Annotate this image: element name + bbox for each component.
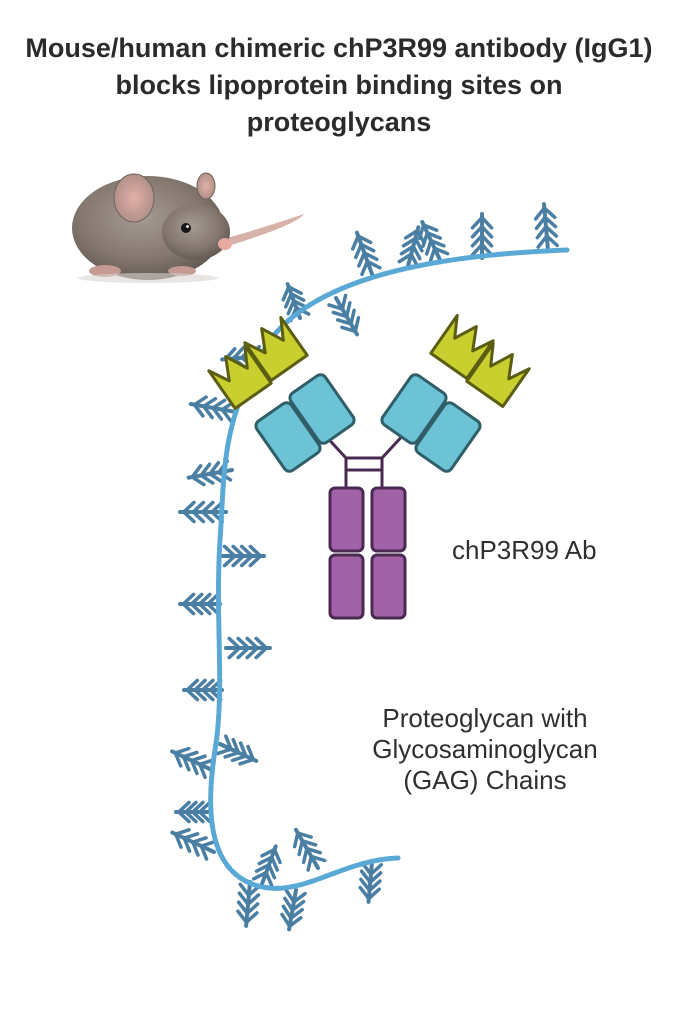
gag-chain [236, 880, 261, 928]
gag-chain [251, 844, 282, 888]
title-line-1: Mouse/human chimeric chP3R99 antibody (I… [25, 33, 653, 63]
gag-chain [174, 800, 212, 824]
mouse-image [72, 172, 304, 283]
gag-chain [358, 860, 384, 904]
fc-region [328, 486, 407, 620]
gag-chain [182, 678, 224, 702]
proteoglycan-label-line-1: Proteoglycan with [382, 703, 588, 733]
proteoglycan-label: Proteoglycan with Glycosaminoglycan (GAG… [330, 703, 640, 796]
title-line-2: blocks lipoprotein binding sites on [115, 70, 563, 100]
fab-arm-right [380, 314, 531, 473]
title-line-3: proteoglycans [246, 107, 432, 137]
proteoglycan-backbone [208, 247, 570, 891]
gag-chain [350, 230, 382, 277]
gag-chain [170, 746, 215, 780]
gag-chains [170, 202, 559, 932]
proteoglycan-icon [170, 202, 570, 932]
antibody-icon [207, 314, 531, 620]
proteoglycan-label-line-2: Glycosaminoglycan [372, 734, 598, 764]
gag-chain [327, 293, 361, 337]
diagram-title: Mouse/human chimeric chP3R99 antibody (I… [0, 30, 678, 141]
gag-chain [397, 225, 426, 269]
gag-chain [533, 202, 559, 252]
proteoglycan-label-line-3: (GAG) Chains [403, 765, 567, 795]
gag-chain [178, 592, 222, 616]
gag-chain [224, 636, 272, 660]
gag-chain [280, 888, 307, 932]
gag-chain [292, 827, 327, 872]
gag-chain [470, 212, 494, 260]
gag-chain [170, 828, 217, 861]
gag-chain [220, 544, 266, 568]
fab-arm-left [207, 316, 356, 473]
hinge-region [320, 430, 408, 488]
gag-chain [215, 734, 259, 766]
gag-chain [188, 395, 238, 423]
antibody-label: chP3R99 Ab [452, 535, 597, 565]
